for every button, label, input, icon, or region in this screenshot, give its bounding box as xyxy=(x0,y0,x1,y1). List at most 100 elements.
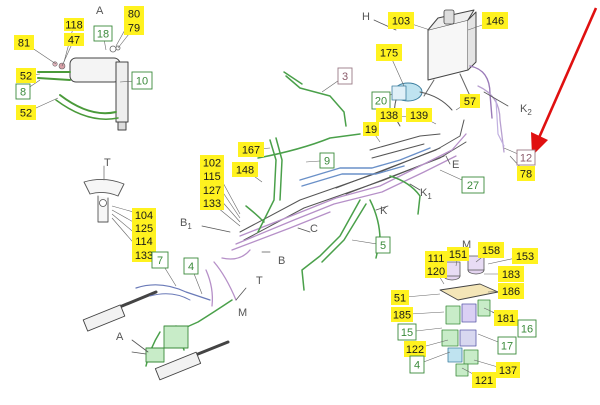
callout-box xyxy=(482,12,508,29)
callout-number: 103 xyxy=(392,16,410,28)
callout-box xyxy=(397,323,417,341)
callout-box xyxy=(447,247,469,261)
callout-number: 148 xyxy=(236,165,254,177)
callout-number: 57 xyxy=(464,96,476,108)
part-callout-78: 78 xyxy=(517,166,535,181)
part-callout-81: 81 xyxy=(14,35,34,50)
section-letter-e: E xyxy=(452,159,459,171)
callout-box xyxy=(472,372,496,388)
callout-number: 52 xyxy=(20,108,32,120)
callout-box xyxy=(497,336,517,355)
callout-number: 17 xyxy=(501,341,513,353)
callout-number: 27 xyxy=(467,180,479,192)
part-callout-111: 111 xyxy=(425,251,447,265)
callout-number: 122 xyxy=(406,344,424,356)
part-callout-20: 20 xyxy=(371,91,391,110)
frame-pipes xyxy=(239,119,467,241)
callout-number: 19 xyxy=(365,124,377,136)
callout-number: 4 xyxy=(414,360,420,372)
part-callout-114: 114 xyxy=(132,234,156,248)
callout-number: 114 xyxy=(135,236,153,248)
section-letter-k: K xyxy=(380,205,388,217)
callout-box xyxy=(200,169,224,183)
part-callout-151: 151 xyxy=(447,247,469,261)
detail-t-bracket xyxy=(83,165,125,223)
hydraulic-tank xyxy=(423,9,505,153)
part-callout-57: 57 xyxy=(460,94,480,108)
callout-number: 120 xyxy=(427,266,445,278)
callout-box xyxy=(512,248,538,264)
callout-box xyxy=(517,319,537,338)
callout-number: 186 xyxy=(502,286,520,298)
section-markers xyxy=(131,19,509,353)
callout-number: 8 xyxy=(20,87,26,99)
part-callout-133: 133 xyxy=(132,248,156,262)
callout-box xyxy=(183,257,199,275)
hose-routing-drawing xyxy=(37,9,509,381)
part-callout-158: 158 xyxy=(478,242,504,258)
callout-box xyxy=(496,362,520,378)
red-pointer-arrow xyxy=(531,7,598,156)
callout-number: 80 xyxy=(128,9,140,21)
callout-number: 158 xyxy=(482,245,500,257)
section-letter-c: C xyxy=(310,223,318,235)
callout-number: 104 xyxy=(135,210,153,222)
part-callout-167: 167 xyxy=(238,142,264,157)
part-callout-133: 133 xyxy=(200,196,224,210)
part-callout-115: 115 xyxy=(200,169,224,183)
part-callout-137: 137 xyxy=(496,362,520,378)
part-callout-16: 16 xyxy=(517,319,537,338)
callout-number: 18 xyxy=(97,29,109,41)
callout-box xyxy=(391,307,413,322)
callout-number: 10 xyxy=(136,76,148,88)
callout-box xyxy=(517,166,535,181)
callout-number: 9 xyxy=(324,156,330,168)
section-letter-t: T xyxy=(104,157,111,169)
callout-number: 78 xyxy=(520,169,532,181)
part-callout-80: 80 xyxy=(124,6,144,21)
callout-number: 185 xyxy=(393,310,411,322)
callout-box xyxy=(15,83,31,100)
part-callout-15: 15 xyxy=(397,323,417,341)
section-letter-k1: K1 xyxy=(420,187,432,201)
callout-number: 181 xyxy=(497,313,515,325)
part-callout-103: 103 xyxy=(388,12,414,29)
callout-number: 81 xyxy=(18,38,30,50)
callout-number: 167 xyxy=(242,145,260,157)
callout-number: 151 xyxy=(449,249,467,261)
callout-box xyxy=(200,155,224,170)
part-callout-120: 120 xyxy=(425,264,447,278)
callout-box xyxy=(200,196,224,210)
part-callout-12: 12 xyxy=(516,149,536,166)
callout-number: 47 xyxy=(68,35,80,47)
part-callout-127: 127 xyxy=(200,183,224,197)
callout-box xyxy=(132,234,156,248)
callout-number: 102 xyxy=(203,158,221,170)
callout-box xyxy=(404,341,426,357)
section-letter-k2: K2 xyxy=(520,103,532,117)
section-letter-a: A xyxy=(116,331,124,343)
part-callout-125: 125 xyxy=(132,221,156,235)
part-callout-79: 79 xyxy=(124,20,144,35)
callout-number: 115 xyxy=(203,171,221,183)
part-callout-139: 139 xyxy=(406,108,432,122)
callout-box xyxy=(425,251,447,265)
callout-box xyxy=(391,290,409,305)
part-callout-27: 27 xyxy=(461,176,485,194)
part-callout-146: 146 xyxy=(482,12,508,29)
callout-box xyxy=(124,20,144,35)
callout-number: 183 xyxy=(502,269,520,281)
callout-box xyxy=(200,183,224,197)
callout-number: 121 xyxy=(475,375,493,387)
callout-number: 20 xyxy=(375,96,387,108)
callout-box xyxy=(498,266,524,282)
callout-box xyxy=(16,105,36,120)
callout-box xyxy=(64,18,84,31)
callout-box xyxy=(93,25,113,42)
callout-box xyxy=(14,35,34,50)
part-callout-18: 18 xyxy=(93,25,113,42)
part-callout-181: 181 xyxy=(494,310,518,326)
section-letter-m: M xyxy=(462,239,471,251)
callout-box xyxy=(132,208,156,222)
